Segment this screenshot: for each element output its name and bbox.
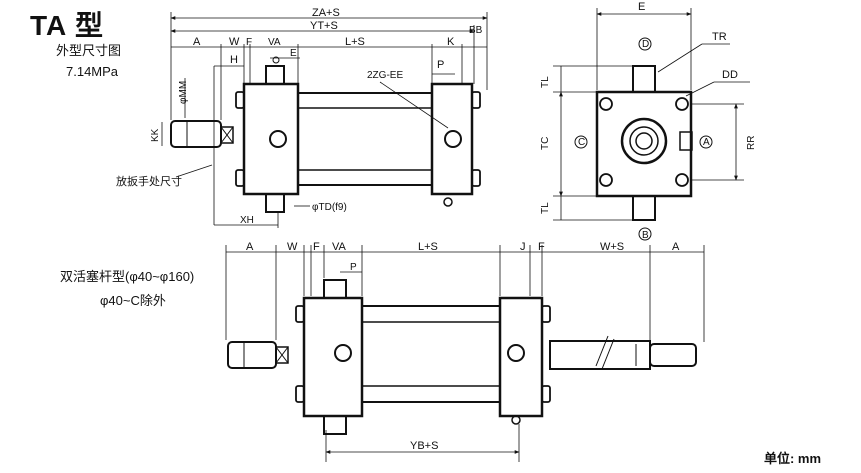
port-label-c: C [578,137,585,148]
page-title: TA 型 [30,10,104,41]
dbl-dim-p: P [350,262,357,273]
dbl-dim-yb-s: YB+S [410,440,438,452]
trunnion-bottom [265,193,285,213]
dim-bb: BB [469,25,483,36]
dim-va: VA [268,37,281,48]
cap-cover [430,82,474,196]
port-label-b: B [642,230,649,241]
dim-l-s: L+S [345,36,365,48]
double-rod-title: 双活塞杆型(φ40~φ160) [60,269,195,284]
port-head [269,130,287,148]
port-cap [444,130,462,148]
dim-h: H [230,54,238,66]
dim-a: A [193,36,201,48]
piston-rod [170,120,234,148]
dim-e: E [638,1,645,13]
dim-f: F [246,37,252,48]
end-trunnion-bottom [632,195,656,221]
port-label-d: D [642,39,649,50]
label-wrench: 放扳手处尺寸 [116,174,182,188]
dim-w: W [229,36,240,48]
dbl-dim-w: W [287,241,298,253]
dbl-dim-j: J [520,241,526,253]
dbl-dim-a-right: A [672,241,680,253]
dbl-dim-l-s: L+S [418,241,438,253]
port-label-a: A [703,137,710,148]
side-view-single-rod [170,56,481,213]
dbl-dim-f: F [313,241,320,253]
dim-p: P [437,59,444,71]
dim-xh: XH [240,215,254,226]
dim-tl-bottom: TL [540,202,551,214]
dim-k: K [447,36,455,48]
rod-gland [620,117,668,165]
dim-mm: φMM [178,81,189,104]
end-view [574,37,713,241]
dim-e-small: E [290,48,297,59]
dim-dd: DD [722,69,738,81]
double-rod-note: φ40~C除外 [100,293,166,308]
double-rod-view [227,279,697,435]
page-subtitle: 外型尺寸图 [56,43,122,58]
dim-tc: TC [540,137,551,150]
dbl-dim-a-left: A [246,241,254,253]
dbl-dim-va: VA [332,241,347,253]
trunnion-top [265,65,285,85]
dbl-dim-w-s: W+S [600,241,624,253]
unit-label: 单位: mm [763,451,821,466]
pressure-rating: 7.14MPa [66,64,119,79]
dim-tr: TR [712,31,727,43]
dim-yt-s: YT+S [310,20,338,32]
end-view-nuts [599,97,689,187]
dim-rr: RR [746,136,757,150]
dim-zzg-ee: 2ZG-EE [367,70,403,81]
dbl-dim-f-right: F [538,241,545,253]
tie-rod-nuts [235,91,481,187]
dim-za-s: ZA+S [312,7,340,19]
dim-kk: KK [150,128,161,142]
end-trunnion-top [632,65,656,93]
dim-td: φTD(f9) [312,202,347,213]
dim-tl-top: TL [540,76,551,88]
